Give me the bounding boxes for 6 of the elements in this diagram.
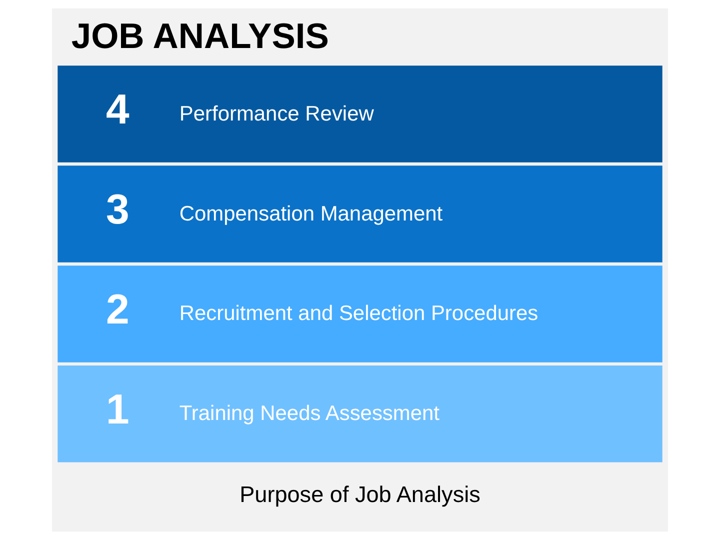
label: Purpose of Job Analysis (240, 482, 480, 508)
diagram-title: JOB ANALYSIS (71, 16, 329, 56)
node-box: 4 Performance Review (58, 66, 662, 162)
node-box: 2 Recruitment and Selection Procedures (58, 266, 662, 362)
node-box: 1 Training Needs Assessment (58, 366, 662, 462)
node-box: 3 Compensation Management (58, 166, 662, 262)
